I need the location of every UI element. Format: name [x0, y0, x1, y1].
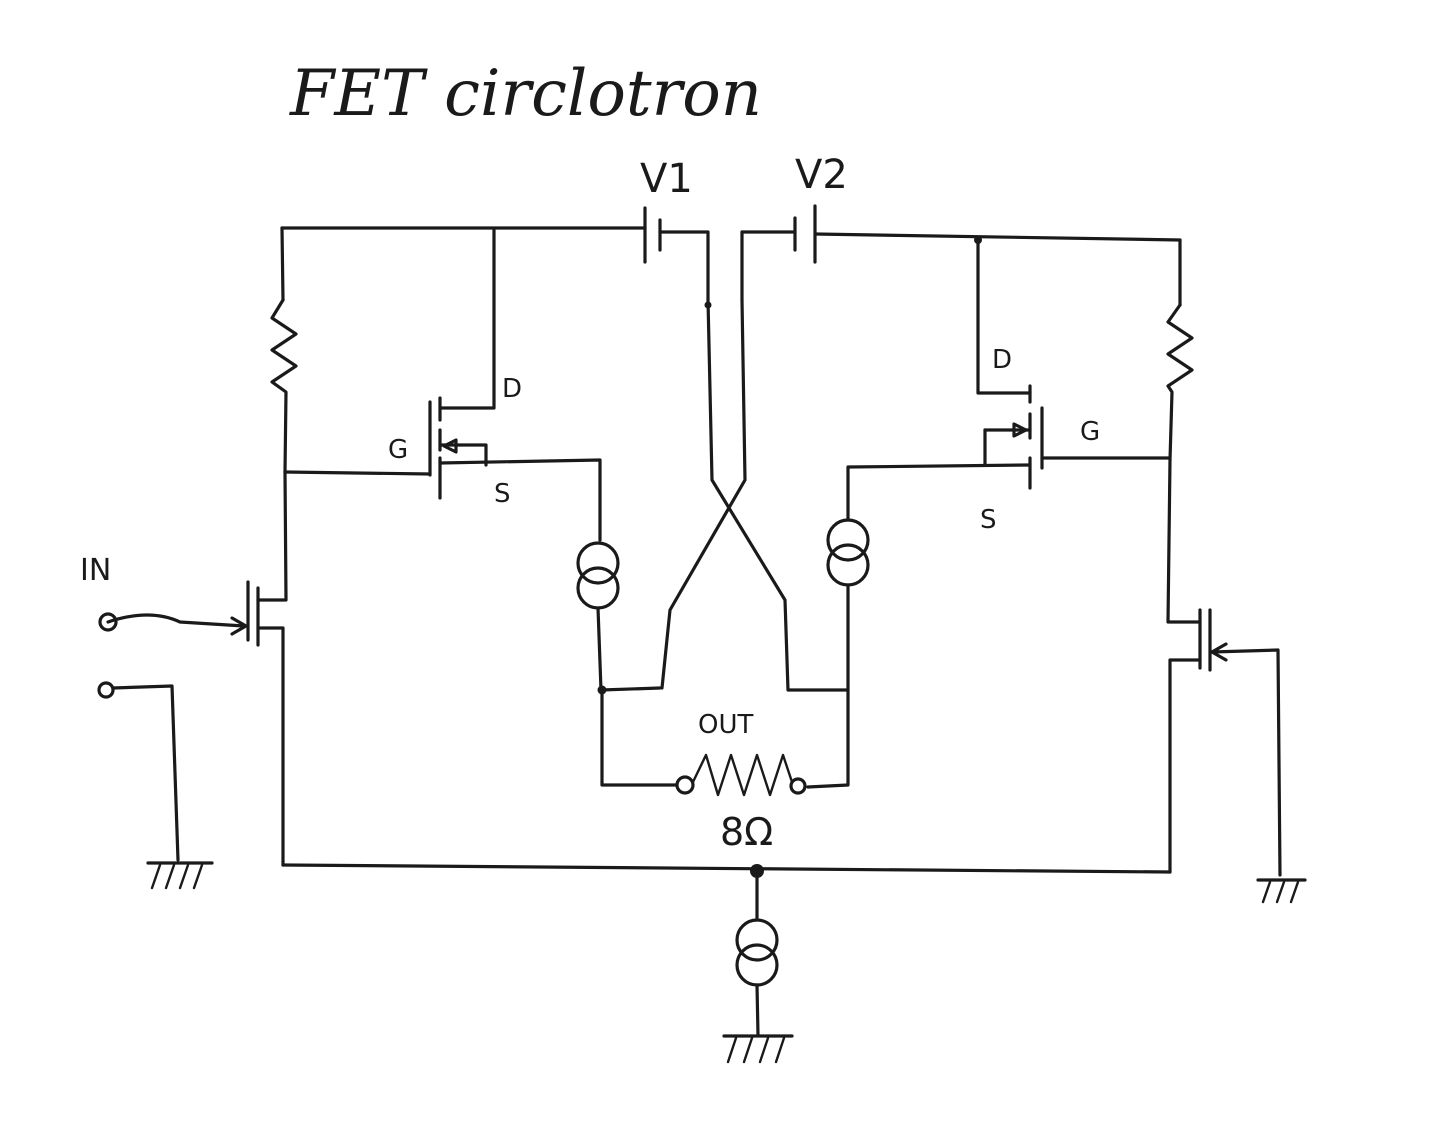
left-output-fet — [283, 228, 602, 542]
crossing-wires — [660, 298, 850, 692]
left-fet-source-label: S — [494, 479, 511, 509]
load-value-label: 8Ω — [720, 810, 773, 854]
battery-v1 — [643, 206, 710, 302]
right-input-fet — [1166, 458, 1282, 877]
right-fet-source-label: S — [980, 505, 997, 535]
top-right-rail — [813, 232, 1182, 307]
diagram-title: FET circlotron — [289, 57, 762, 131]
left-current-source — [576, 541, 662, 695]
left-fet-drain-label: D — [502, 374, 522, 404]
top-left-rail — [280, 226, 647, 302]
right-bias-resistor — [1166, 303, 1194, 462]
input-terminal — [98, 612, 118, 632]
supply-v2-label: V2 — [795, 152, 848, 198]
right-current-source — [806, 518, 870, 789]
input-label: IN — [80, 553, 111, 588]
right-fet-drain-label: D — [992, 345, 1012, 375]
right-fet-gate-label: G — [1080, 417, 1100, 447]
bottom-rail — [281, 863, 1172, 878]
supply-v1-label: V1 — [640, 156, 693, 202]
left-fet-gate-label: G — [388, 435, 408, 465]
output-load-resistor — [600, 688, 807, 797]
left-bias-resistor — [270, 298, 298, 474]
ground-symbol-left — [146, 861, 214, 890]
input-fet — [106, 470, 288, 867]
input-ground-terminal — [97, 681, 180, 862]
ground-symbol-right — [1256, 878, 1307, 904]
tail-current-source — [735, 869, 779, 1037]
battery-v2 — [740, 204, 817, 302]
ground-symbol-center — [722, 1034, 794, 1064]
right-output-fet — [846, 238, 1170, 522]
output-label: OUT — [698, 710, 753, 740]
